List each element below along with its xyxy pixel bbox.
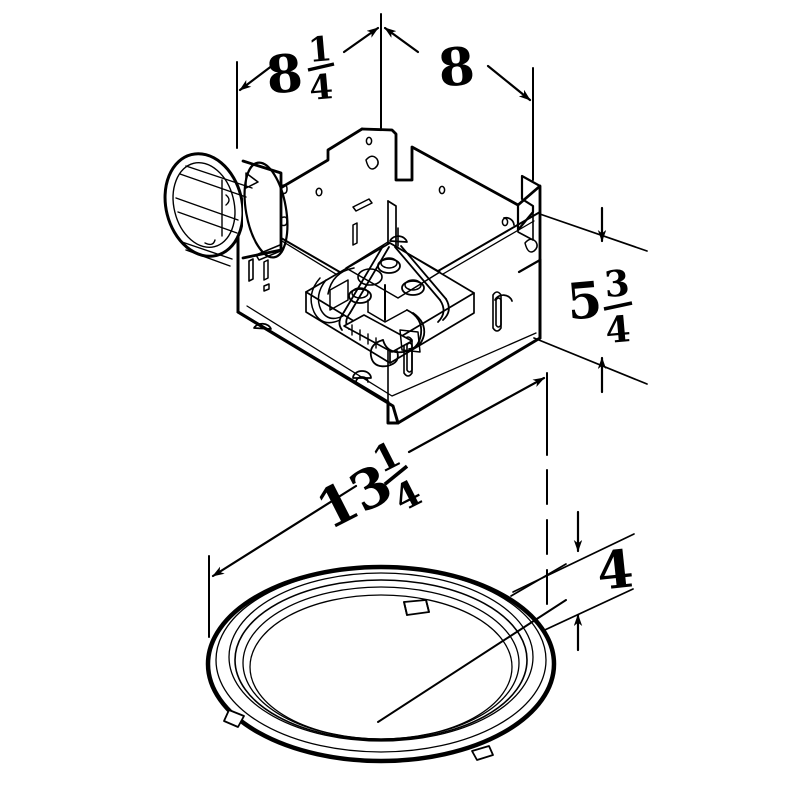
dim-13-1-4-fraction-bar <box>383 464 409 486</box>
dim-8-1-4-denominator: 4 <box>308 67 335 109</box>
duct-collar-damper-blades <box>175 165 253 267</box>
dim-housing-height-extensions <box>533 211 648 385</box>
dim-duct-offset-leaders <box>238 26 380 92</box>
motor-blower-assembly <box>310 241 450 368</box>
dim-5-3-4-denominator: 4 <box>604 308 633 352</box>
dim-label-8: 8 <box>436 36 477 100</box>
grille-spring-clip-group <box>223 599 494 761</box>
dim-5-3-4-numerator: 3 <box>603 262 632 306</box>
dim-5-3-4-fraction-bar <box>603 301 633 311</box>
dim-8-1-4-fraction-bar <box>307 62 335 72</box>
dim-extension-lines-top <box>236 13 534 181</box>
flange-hole-group <box>263 136 538 292</box>
fan-housing-body <box>236 204 542 425</box>
dim-4-whole: 4 <box>594 538 636 602</box>
round-grille-cover <box>205 564 557 764</box>
housing-tab-cutouts <box>253 216 515 383</box>
dim-label-5-3-4: 5 3 4 <box>565 262 633 352</box>
duct-collar <box>163 152 289 267</box>
dim-5-3-4-whole: 5 <box>565 270 605 332</box>
dim-13-1-4-denominator: 4 <box>387 472 428 521</box>
dim-grille-diameter-arrows <box>211 376 546 578</box>
dim-housing-width-leaders <box>383 26 532 102</box>
dim-8-whole: 8 <box>436 36 477 100</box>
grille-rim-leader-line <box>510 563 567 597</box>
dim-grille-diameter-extensions <box>208 372 548 638</box>
grille-leader-line <box>377 599 567 723</box>
dim-8-1-4-whole: 8 <box>264 43 305 107</box>
dim-label-8-1-4: 8 1 4 <box>264 29 335 109</box>
dim-label-4: 4 <box>594 538 636 602</box>
